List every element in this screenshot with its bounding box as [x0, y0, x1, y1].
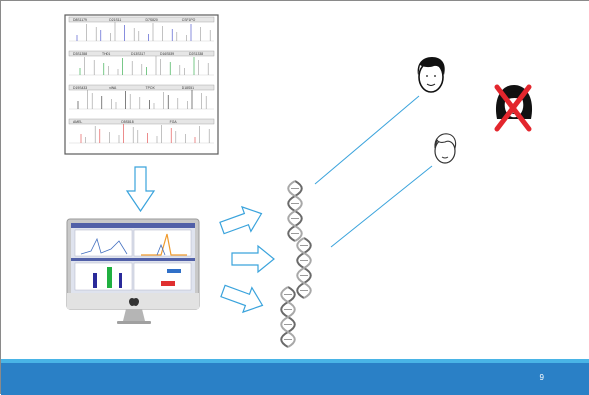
locus-label: D7S820 [146, 18, 158, 22]
locus-label: vWA [109, 86, 117, 90]
locus-label: TH01 [102, 52, 110, 56]
locus-label: CSF1PO [182, 18, 196, 22]
locus-label: FGA [170, 120, 178, 124]
locus-label: D18S51 [182, 86, 194, 90]
man-face-icon [417, 57, 445, 93]
locus-label: D16S539 [160, 52, 174, 56]
locus-label: D21S11 [109, 18, 121, 22]
footer-bar: 9 [1, 359, 589, 395]
locus-header [68, 118, 215, 125]
locus-header [68, 50, 215, 57]
match-line-2 [330, 165, 433, 248]
down-arrow-icon [125, 166, 156, 213]
match-line-1 [314, 95, 420, 185]
locus-label: D2S1338 [189, 52, 203, 56]
locus-label: TPOX [146, 86, 156, 90]
page-number: 9 [539, 373, 544, 382]
apple-logo-icon [129, 298, 139, 306]
locus-header [68, 84, 215, 91]
dna-helix-icon [296, 237, 312, 299]
locus-label: D19S433 [73, 86, 87, 90]
locus-label: AMEL [73, 120, 82, 124]
arrow-to-dna-3 [217, 278, 268, 319]
locus-label: D13S317 [131, 52, 145, 56]
arrow-to-dna-2 [231, 245, 275, 273]
locus-header [68, 16, 215, 23]
imac-computer-icon [66, 218, 200, 324]
locus-label: D3S1358 [73, 52, 87, 56]
arrow-to-dna-1 [216, 200, 267, 241]
dna-helix-icon [287, 180, 303, 242]
woman-face-crossed-icon [494, 84, 533, 132]
locus-label: D8S1179 [73, 18, 87, 22]
locus-label: D5S818 [121, 120, 133, 124]
electropherogram-image: D8S1179 D21S11 D7S820 CSF1PO D3S1358 TH01 D13S… [64, 14, 219, 155]
young-man-face-icon [434, 133, 457, 164]
dna-helix-icon [280, 286, 296, 348]
